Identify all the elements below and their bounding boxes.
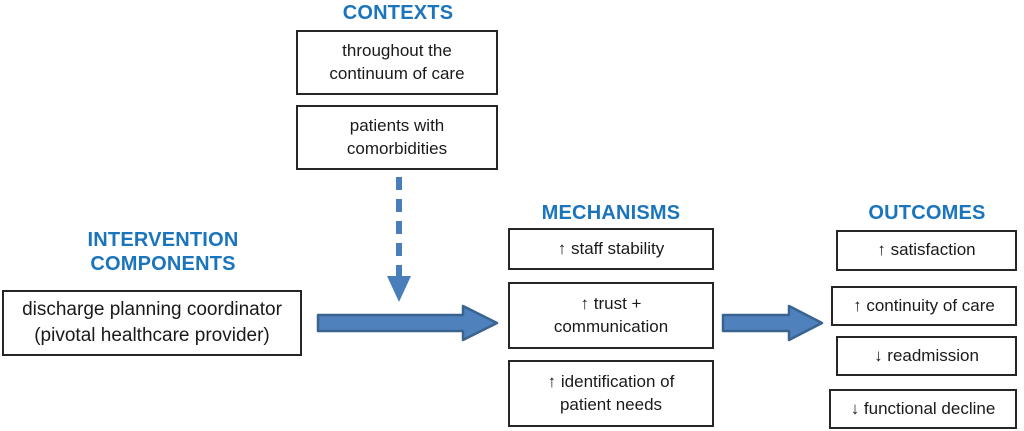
- outcome-box-continuity-of-care: ↑ continuity of care: [831, 286, 1017, 326]
- outcome-box-functional-decline: ↓ functional decline: [829, 389, 1017, 429]
- mechanism-box-trust-communication: ↑ trust + communication: [508, 282, 714, 349]
- intervention-box-discharge-planning-coordinator: discharge planning coordinator (pivotal …: [2, 290, 302, 356]
- block-arrow-right-icon: [721, 304, 824, 342]
- outcome-box-satisfaction: ↑ satisfaction: [836, 230, 1017, 271]
- mechanism-box-identification-patient-needs: ↑ identification of patient needs: [508, 360, 714, 427]
- context-box-comorbidities: patients with comorbidities: [296, 105, 498, 170]
- outcome-box-readmission: ↓ readmission: [836, 336, 1017, 376]
- block-arrow-right-icon: [316, 304, 499, 342]
- mechanisms-heading: MECHANISMS: [541, 202, 681, 224]
- mechanism-box-staff-stability: ↑ staff stability: [508, 228, 714, 270]
- intervention-heading: INTERVENTION COMPONENTS: [87, 229, 239, 276]
- outcomes-heading: OUTCOMES: [868, 202, 986, 224]
- contexts-heading: CONTEXTS: [342, 2, 454, 24]
- dashed-arrow-down-icon: [387, 177, 411, 302]
- context-box-continuum-of-care: throughout the continuum of care: [296, 30, 498, 95]
